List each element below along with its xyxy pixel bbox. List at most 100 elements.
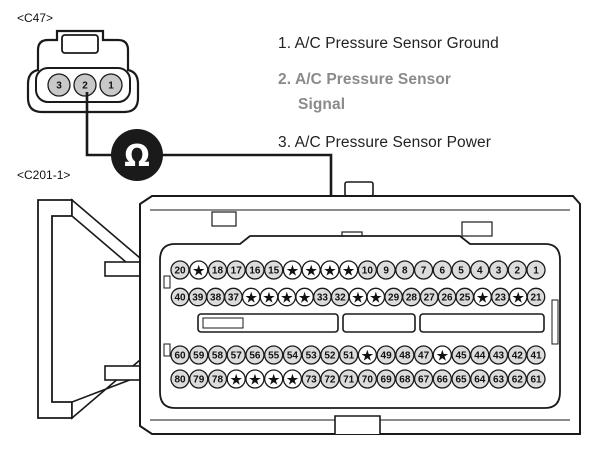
svg-text:1: 1 bbox=[108, 81, 114, 92]
c201-pin-32: 32 bbox=[330, 287, 350, 307]
svg-text:★: ★ bbox=[245, 290, 257, 305]
c201-pin-54: 54 bbox=[282, 345, 303, 365]
svg-text:28: 28 bbox=[406, 293, 418, 304]
c47-label: <C47> bbox=[17, 11, 53, 25]
svg-text:63: 63 bbox=[493, 375, 505, 386]
c201-pin-48: 48 bbox=[395, 345, 415, 365]
c201-pin-33: 33 bbox=[313, 287, 332, 307]
svg-text:64: 64 bbox=[474, 375, 486, 386]
c201-pin-43: 43 bbox=[488, 345, 509, 365]
c201-pin-unused: ★ bbox=[473, 287, 492, 307]
c201-pin-57: 57 bbox=[226, 345, 246, 365]
c201-pin-27: 27 bbox=[419, 287, 439, 307]
svg-text:★: ★ bbox=[268, 372, 280, 387]
c201-pin-61: 61 bbox=[526, 369, 546, 389]
svg-text:58: 58 bbox=[212, 351, 224, 362]
svg-text:Ω: Ω bbox=[124, 139, 150, 174]
svg-text:48: 48 bbox=[399, 351, 411, 362]
svg-text:★: ★ bbox=[281, 290, 293, 305]
svg-text:45: 45 bbox=[455, 351, 467, 362]
svg-text:68: 68 bbox=[399, 375, 411, 386]
c201-pin-68: 68 bbox=[395, 369, 415, 389]
c201-pin-25: 25 bbox=[455, 287, 475, 307]
legend-item-1-text: 1. A/C Pressure Sensor Ground bbox=[278, 35, 499, 52]
svg-text:★: ★ bbox=[436, 348, 448, 363]
svg-text:37: 37 bbox=[228, 293, 240, 304]
svg-text:42: 42 bbox=[512, 351, 524, 362]
svg-text:32: 32 bbox=[335, 293, 347, 304]
c47-pin-1: 1 bbox=[99, 73, 123, 97]
svg-text:47: 47 bbox=[418, 351, 430, 362]
c201-pin-unused: ★ bbox=[259, 287, 279, 307]
c201-pin-unused: ★ bbox=[320, 260, 340, 280]
c201-pin-59: 59 bbox=[189, 345, 209, 365]
c201-pin-unused: ★ bbox=[295, 287, 314, 307]
svg-text:41: 41 bbox=[530, 351, 542, 362]
c201-pin-18: 18 bbox=[207, 260, 228, 280]
c201-pin-49: 49 bbox=[376, 345, 396, 365]
c201-pin-70: 70 bbox=[357, 369, 378, 389]
c201-pin-unused: ★ bbox=[508, 287, 528, 307]
c201-pin-10: 10 bbox=[357, 260, 378, 280]
c201-pin-16: 16 bbox=[245, 260, 265, 280]
svg-text:73: 73 bbox=[306, 375, 318, 386]
svg-text:4: 4 bbox=[477, 266, 483, 277]
svg-text:80: 80 bbox=[174, 375, 186, 386]
c47-pin-2: 2 bbox=[73, 73, 97, 97]
svg-text:43: 43 bbox=[493, 351, 505, 362]
c201-pin-21: 21 bbox=[526, 287, 546, 307]
c201-pin-63: 63 bbox=[488, 369, 509, 389]
ohm-meter-icon: Ω bbox=[111, 129, 163, 181]
svg-text:2: 2 bbox=[82, 81, 88, 92]
svg-text:6: 6 bbox=[440, 266, 446, 277]
svg-text:38: 38 bbox=[210, 293, 222, 304]
svg-text:5: 5 bbox=[458, 266, 464, 277]
legend-item-2-text-line2: Signal bbox=[298, 96, 346, 113]
svg-text:29: 29 bbox=[388, 293, 400, 304]
c201-pin-4: 4 bbox=[470, 260, 490, 280]
c201-pin-72: 72 bbox=[320, 369, 340, 389]
c201-pin-unused: ★ bbox=[264, 369, 284, 389]
svg-text:3: 3 bbox=[496, 266, 502, 277]
c201-pin-unused: ★ bbox=[357, 345, 378, 365]
svg-text:69: 69 bbox=[381, 375, 393, 386]
svg-text:★: ★ bbox=[343, 263, 355, 278]
svg-text:★: ★ bbox=[477, 290, 489, 305]
svg-text:10: 10 bbox=[362, 266, 374, 277]
c201-pin-53: 53 bbox=[301, 345, 321, 365]
svg-text:★: ★ bbox=[193, 263, 205, 278]
c201-pin-8: 8 bbox=[395, 260, 415, 280]
c201-pin-unused: ★ bbox=[226, 369, 246, 389]
c201-pin-60: 60 bbox=[170, 345, 190, 365]
c201-pin-7: 7 bbox=[413, 260, 434, 280]
svg-text:27: 27 bbox=[424, 293, 436, 304]
svg-text:62: 62 bbox=[512, 375, 524, 386]
svg-text:40: 40 bbox=[174, 293, 186, 304]
c47-pin-3: 3 bbox=[47, 73, 71, 97]
c201-pin-40: 40 bbox=[170, 287, 190, 307]
c201-pin-1: 1 bbox=[526, 260, 546, 280]
c201-pin-23: 23 bbox=[491, 287, 510, 307]
c201-pin-64: 64 bbox=[470, 369, 490, 389]
svg-text:61: 61 bbox=[530, 375, 542, 386]
svg-text:79: 79 bbox=[193, 375, 205, 386]
c201-pin-65: 65 bbox=[451, 369, 471, 389]
legend-item-2-cont: Signal bbox=[298, 95, 345, 115]
svg-text:★: ★ bbox=[287, 263, 299, 278]
c201-pin-20: 20 bbox=[170, 260, 190, 280]
svg-text:15: 15 bbox=[268, 266, 280, 277]
legend-item-2: 2. A/C Pressure Sensor bbox=[278, 70, 451, 90]
svg-text:44: 44 bbox=[474, 351, 486, 362]
c201-pin-26: 26 bbox=[437, 287, 457, 307]
c201-pin-5: 5 bbox=[451, 260, 471, 280]
c201-pin-3: 3 bbox=[488, 260, 509, 280]
svg-text:★: ★ bbox=[263, 290, 275, 305]
svg-text:78: 78 bbox=[212, 375, 224, 386]
svg-text:★: ★ bbox=[249, 372, 261, 387]
c201-pin-78: 78 bbox=[207, 369, 228, 389]
legend-item-3: 3. A/C Pressure Sensor Power bbox=[278, 133, 491, 153]
svg-text:49: 49 bbox=[381, 351, 393, 362]
c201-pin-62: 62 bbox=[507, 369, 527, 389]
